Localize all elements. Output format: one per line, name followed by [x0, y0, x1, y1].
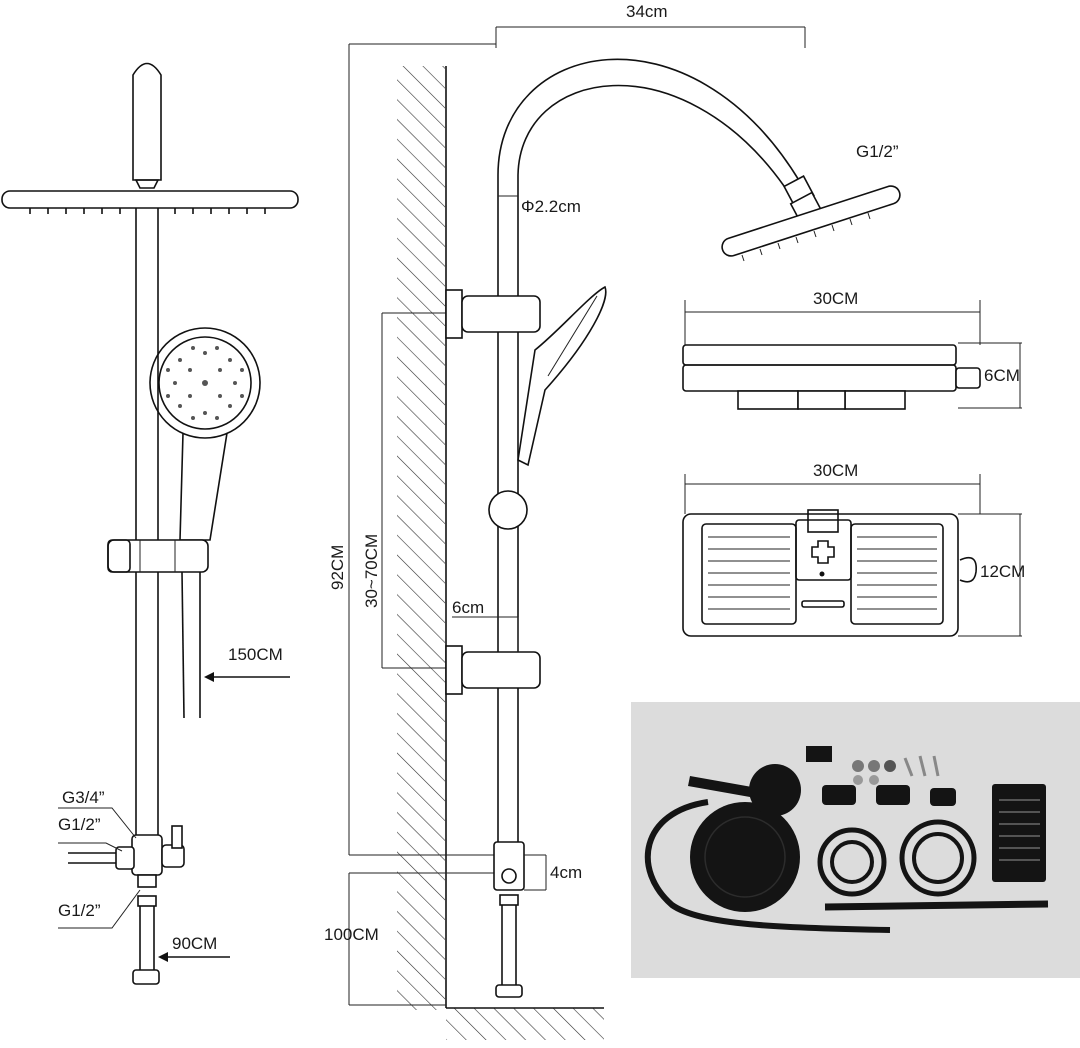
inlet-thread-top-label: G1/2” [58, 815, 101, 834]
slide-range-label: 30~70CM [362, 534, 381, 608]
overall-height-label: 92CM [328, 545, 347, 590]
shelf-front-width-label: 30CM [813, 461, 858, 480]
dimension-labels: 34cm G1/2” Φ2.2cm 30CM 6CM 30CM 12CM 30~… [58, 2, 1025, 953]
front-view [1, 62, 299, 985]
pipe-diameter-label: Φ2.2cm [521, 197, 581, 216]
valve-height-label: 4cm [550, 863, 582, 882]
shelf-top-view [682, 300, 1022, 410]
side-view [348, 26, 901, 1040]
shelf-top-width-label: 30CM [813, 289, 858, 308]
product-photo [631, 702, 1080, 978]
inlet-thread-main-label: G3/4” [62, 788, 105, 807]
arm-width-label: 34cm [626, 2, 668, 21]
bracket-offset-label: 6cm [452, 598, 484, 617]
connector-hose-length-label: 90CM [172, 934, 217, 953]
hose-length-label: 150CM [228, 645, 283, 664]
head-thread-label: G1/2” [856, 142, 899, 161]
floor-height-label: 100CM [324, 925, 379, 944]
shelf-front-view [682, 474, 1022, 637]
shelf-depth-label: 12CM [980, 562, 1025, 581]
shelf-height-label: 6CM [984, 366, 1020, 385]
inlet-thread-bottom-label: G1/2” [58, 901, 101, 920]
